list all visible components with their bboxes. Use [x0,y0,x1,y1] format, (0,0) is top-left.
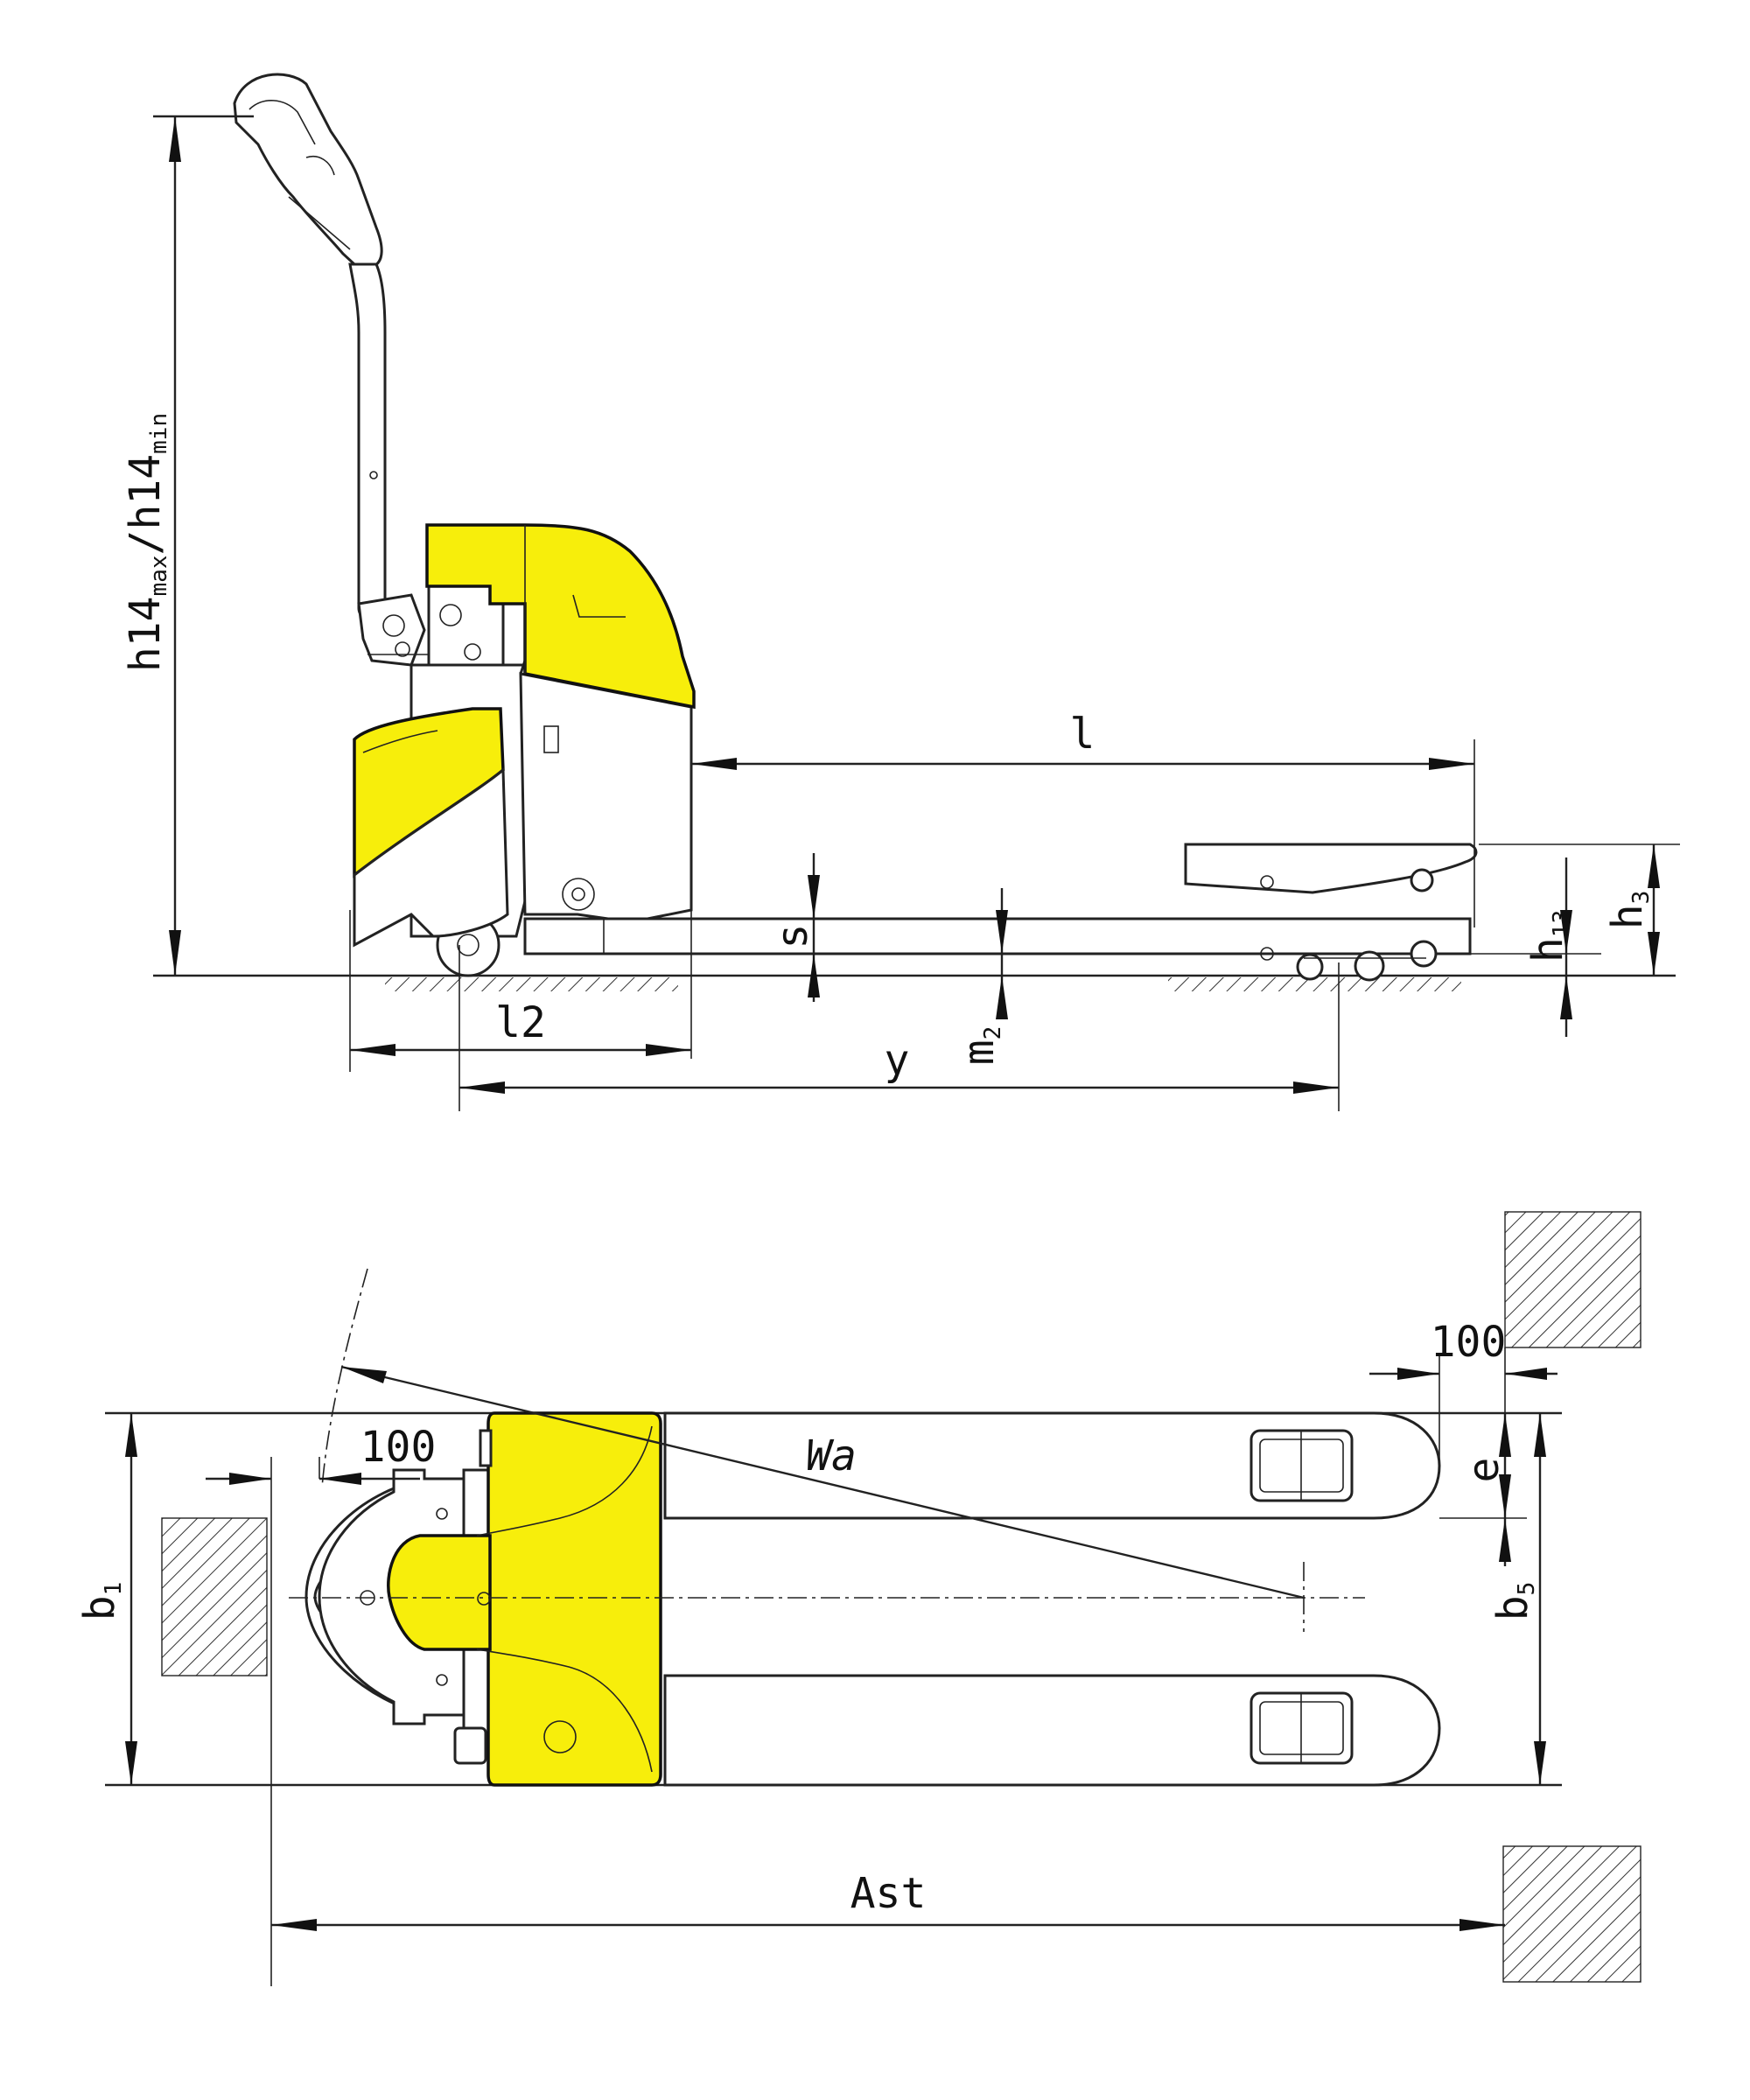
top-cover-yellow [425,523,696,710]
svg-text:h14max/h14min: h14max/h14min [121,413,172,672]
dim-ast: Ast [271,1869,1505,1931]
chassis-top-yellow [486,1411,662,1787]
dim-l2: l2 [349,910,691,1072]
h3-label-sub: 3 [1628,891,1655,905]
dim-b1: b1 [75,1413,137,1785]
dim-y: y [458,945,1340,1111]
dim-h3: h3 [1479,844,1680,976]
ground-hatch-right [1168,977,1461,991]
clearance-right-label: 100 [1431,1318,1507,1367]
wall-left [161,1517,268,1676]
m2-label-sub: 2 [980,1026,1006,1040]
fork-tip [1184,843,1478,894]
h13-label-main: h [1523,937,1572,962]
l-label: l [1070,710,1096,759]
dim-b5: b5 [1488,1413,1546,1785]
tiller-handle [233,73,429,667]
h3-label-main: h [1603,904,1652,929]
dim-l: l [690,710,1475,1059]
load-roller-lower [1250,1691,1354,1765]
dim-e: e [1439,1413,1527,1566]
chassis-body [519,672,693,920]
m2-label-main: m [955,1040,1004,1065]
s-label: s [768,924,817,949]
e-label: e [1460,1458,1508,1483]
dim-wa: Wa [340,1365,1305,1600]
top-view: Wa 100 100 [75,1211,1642,1986]
l2-label: l2 [495,998,546,1047]
ast-label: Ast [850,1869,927,1918]
svg-text:b5: b5 [1488,1582,1540,1621]
h14-label-sub-min: min [146,413,172,454]
wall-bottom-right [1502,1845,1642,1983]
clearance-left-label: 100 [360,1423,437,1472]
dim-h14: h14max/h14min [121,115,254,976]
wa-label: Wa [806,1432,857,1480]
side-view: h14max/h14min l l2 y [121,73,1680,1111]
b5-label-main: b [1488,1595,1537,1620]
tiller-head-yellow [387,1534,492,1651]
turning-arc [321,1268,368,1488]
dim-clearance-left: 100 [206,1423,436,1986]
b1-label-main: b [75,1595,124,1620]
y-label: y [885,1036,910,1085]
wall-top-right [1504,1211,1642,1348]
svg-text:h3: h3 [1603,891,1655,930]
svg-text:m2: m2 [955,1026,1006,1066]
h13-label-sub: 13 [1549,910,1575,937]
svg-text:b1: b1 [75,1582,127,1621]
dim-h13: h13 [1470,858,1601,1037]
ground-hatch-left [385,977,678,991]
h14-label-main-2: h14 [121,454,170,530]
fork-top-lower [663,1674,1441,1787]
load-roller-upper [1250,1429,1354,1502]
b5-label-sub: 5 [1514,1582,1540,1596]
dim-m2: m2 [955,888,1008,1065]
dim-s: s [525,853,820,1002]
svg-text:h13: h13 [1523,910,1575,962]
h14-label-main: h14 [121,596,170,672]
h14-label-sub-max: max [146,555,172,596]
b1-label-sub: 1 [101,1582,127,1596]
